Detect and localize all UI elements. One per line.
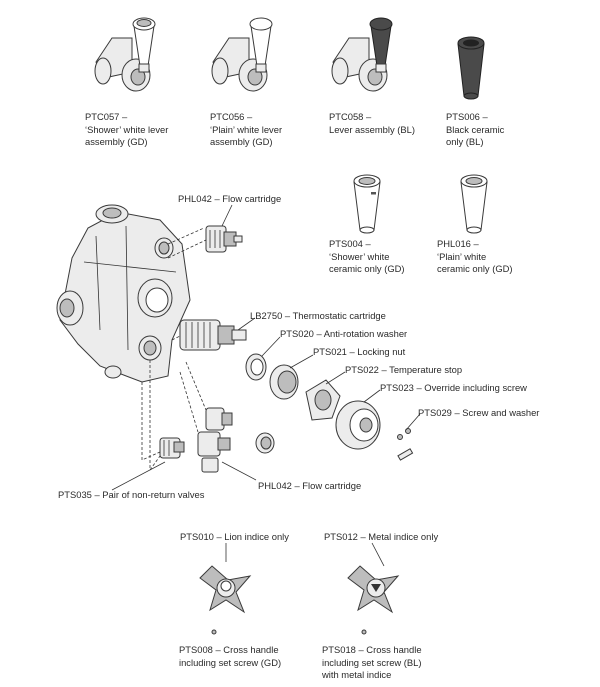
non-return-valves bbox=[159, 437, 185, 459]
label-phl042-bottom: PHL042 – Flow cartridge bbox=[258, 480, 362, 491]
flow-cartridge-bottom bbox=[197, 407, 275, 473]
label-pts035: PTS035 – Pair of non-return valves bbox=[58, 489, 205, 500]
cross-handle-gd bbox=[199, 565, 252, 635]
label-phl042-top: PHL042 – Flow cartridge bbox=[178, 193, 282, 204]
label-pts029: PTS029 – Screw and washer bbox=[418, 407, 540, 418]
label-pts010: PTS010 – Lion indice only bbox=[180, 531, 289, 542]
temperature-stop bbox=[305, 379, 341, 421]
lever-assembly-shower-white bbox=[94, 17, 156, 92]
flow-cartridge-top bbox=[205, 225, 243, 253]
label-pts021: PTS021 – Locking nut bbox=[313, 346, 406, 357]
lever-assembly-plain-white bbox=[211, 17, 273, 92]
label-lb2750: LB2750 – Thermostatic cartridge bbox=[250, 310, 386, 321]
black-ceramic bbox=[457, 36, 485, 100]
cross-handle-bl bbox=[347, 565, 400, 635]
label-pts022: PTS022 – Temperature stop bbox=[345, 364, 463, 375]
thermostatic-cartridge bbox=[179, 319, 247, 351]
override-knob bbox=[335, 400, 381, 450]
label-ptc058: PTC058 –Lever assembly (BL) bbox=[329, 111, 415, 135]
label-pts012: PTS012 – Metal indice only bbox=[324, 531, 439, 542]
white-ceramic-shower bbox=[353, 174, 381, 234]
lever-assembly-black bbox=[331, 17, 393, 92]
anti-rotation-washer bbox=[245, 353, 267, 381]
locking-nut bbox=[269, 364, 299, 400]
label-pts023: PTS023 – Override including screw bbox=[380, 382, 527, 393]
label-pts020: PTS020 – Anti-rotation washer bbox=[280, 328, 408, 339]
white-ceramic-plain bbox=[460, 174, 488, 234]
valve-body bbox=[56, 204, 191, 383]
leader-lines bbox=[111, 204, 421, 567]
screw-and-washer bbox=[397, 428, 414, 461]
